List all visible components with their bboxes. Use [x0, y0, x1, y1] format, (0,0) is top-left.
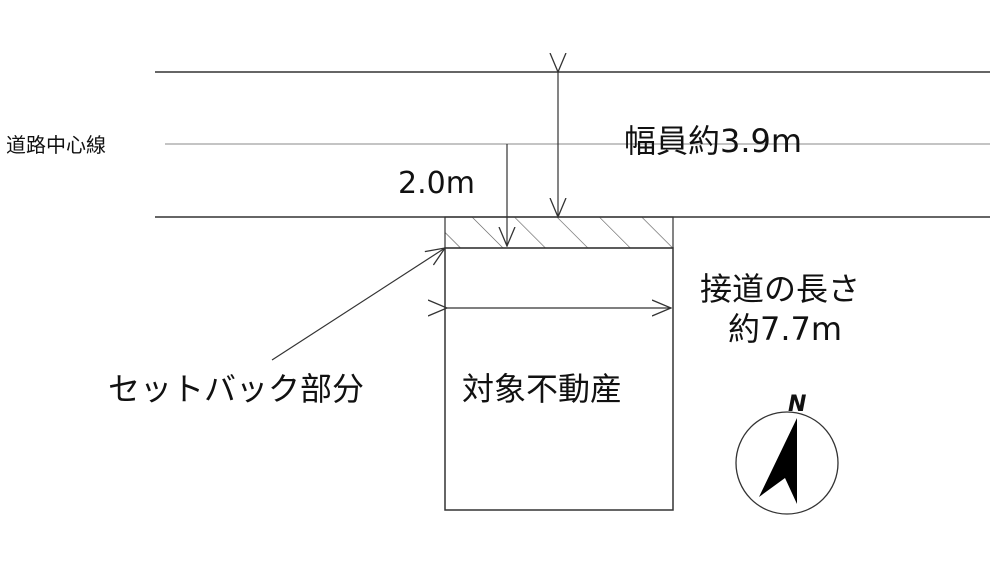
- road-width-label: 幅員約3.9m: [624, 122, 802, 160]
- centerline-label: 道路中心線: [6, 133, 106, 157]
- setback-leader: [271, 248, 445, 361]
- setback-label: セットバック部分: [108, 370, 364, 408]
- frontage-label-line1: 接道の長さ: [700, 270, 860, 308]
- north-label: N: [788, 392, 806, 417]
- frontage-label-line2: 約7.7m: [728, 310, 842, 348]
- north-arrow-icon: N: [735, 392, 839, 515]
- setback-area: [444, 216, 674, 249]
- property-outline: [444, 247, 674, 511]
- setback-distance-label: 2.0m: [398, 166, 475, 201]
- property-label: 対象不動産: [462, 370, 622, 408]
